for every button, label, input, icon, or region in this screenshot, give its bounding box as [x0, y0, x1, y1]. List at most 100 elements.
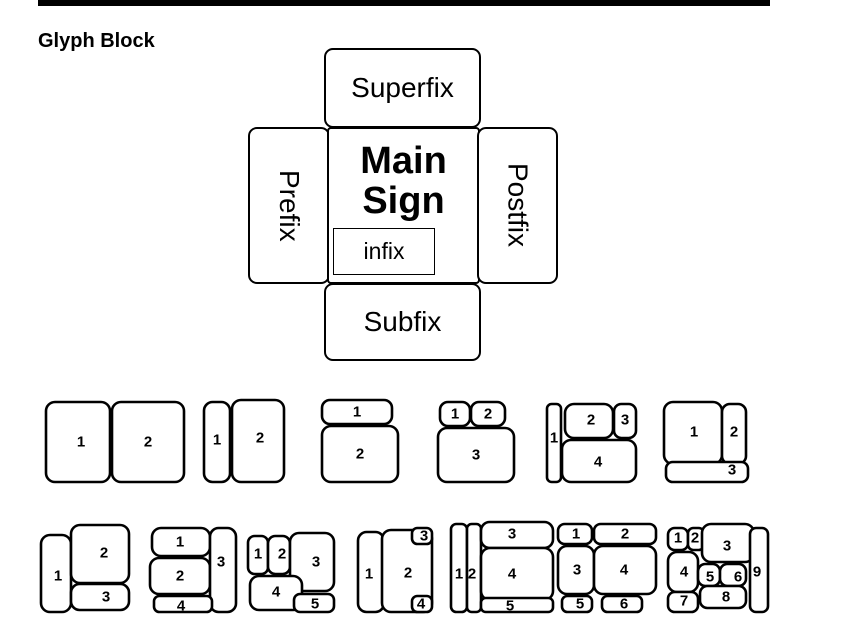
- glyph-example-10-element-3: [410, 526, 434, 546]
- glyph-example-7-number-3: 3: [102, 589, 110, 606]
- page-title: Glyph Block: [38, 30, 155, 52]
- glyph-example-3: 12: [320, 398, 400, 484]
- main-sign-line-1: Main: [360, 140, 447, 182]
- glyph-example-12-element-1: [556, 522, 594, 546]
- postfix-box: Postfix: [477, 127, 558, 284]
- glyph-example-6-element-3: [664, 460, 750, 484]
- glyph-example-13-number-4: 4: [680, 564, 689, 581]
- glyph-example-11-number-3: 3: [508, 526, 516, 543]
- glyph-example-2-element-1: [202, 400, 232, 484]
- glyph-example-8: 1 2 3 4: [148, 526, 238, 615]
- glyph-example-4-element-2: [469, 400, 507, 428]
- glyph-example-5-element-3: [612, 402, 638, 440]
- glyph-example-8-element-4: [152, 594, 214, 614]
- glyph-example-11-number-1: 1: [455, 566, 463, 583]
- glyph-example-7-number-2: 2: [100, 545, 108, 562]
- glyph-example-5-number-3: 3: [621, 412, 629, 429]
- superfix-label: Superfix: [351, 72, 454, 103]
- glyph-example-9-number-1: 1: [254, 546, 262, 563]
- glyph-example-13-number-3: 3: [723, 538, 731, 555]
- glyph-example-4-number-1: 1: [451, 406, 459, 423]
- glyph-example-1-number-1: 1: [77, 434, 85, 451]
- glyph-example-11-number-5: 5: [506, 598, 514, 615]
- glyph-example-13-number-2: 2: [691, 530, 699, 547]
- main-sign-line-2: Sign: [362, 180, 445, 222]
- glyph-example-8-number-3: 3: [217, 554, 225, 571]
- glyph-example-3-number-1: 1: [353, 404, 361, 421]
- glyph-example-4-number-3: 3: [472, 447, 480, 464]
- glyph-example-12-element-2: [592, 522, 658, 546]
- glyph-example-8-number-1: 1: [176, 534, 184, 551]
- glyph-example-2-number-2: 2: [256, 430, 264, 447]
- glyph-example-10-element-4: [410, 594, 434, 614]
- glyph-example-5-number-2: 2: [587, 412, 595, 429]
- glyph-example-12-element-5: [560, 594, 594, 614]
- glyph-example-10-number-4: 4: [417, 596, 426, 613]
- glyph-example-11-number-2: 2: [468, 566, 476, 583]
- glyph-example-11-element-5: [479, 596, 555, 614]
- prefix-label: Prefix: [274, 169, 305, 242]
- glyph-example-8-number-2: 2: [176, 568, 184, 585]
- top-rule: [38, 0, 770, 6]
- glyph-example-10-number-2: 2: [404, 565, 412, 582]
- glyph-example-7-number-1: 1: [54, 568, 62, 585]
- glyph-example-6-number-1: 1: [690, 424, 698, 441]
- glyph-example-13-number-1: 1: [674, 530, 682, 547]
- glyph-example-13-number-6: 6: [734, 569, 742, 586]
- glyph-example-6-number-3: 3: [728, 462, 736, 479]
- glyph-example-5-element-4: [560, 438, 638, 484]
- glyph-example-5-number-4: 4: [594, 454, 603, 471]
- infix-box: infix: [333, 228, 435, 275]
- glyph-example-7-element-3: [69, 582, 131, 612]
- glyph-example-13-number-7: 7: [680, 593, 688, 610]
- glyph-example-3-element-2: [320, 424, 400, 484]
- glyph-example-11-element-4: [479, 546, 555, 602]
- glyph-example-5-element-1: [545, 402, 563, 484]
- glyph-example-13-number-8: 8: [722, 589, 730, 606]
- main-sign-label: Main Sign: [329, 141, 478, 221]
- glyph-example-12-element-4: [592, 544, 658, 596]
- glyph-block-diagram: Superfix Prefix Main Sign infix Postfix …: [248, 48, 558, 361]
- glyph-example-12-element-6: [600, 594, 644, 614]
- glyph-example-10-element-2: [380, 528, 434, 614]
- glyph-example-13-element-9: [748, 526, 770, 614]
- glyph-example-10-number-3: 3: [420, 528, 428, 545]
- superfix-box: Superfix: [324, 48, 481, 128]
- glyph-example-12-number-2: 2: [621, 526, 629, 543]
- glyph-example-9-number-5: 5: [311, 596, 319, 613]
- glyph-example-12-number-3: 3: [573, 562, 581, 579]
- glyph-example-2-number-1: 1: [213, 432, 221, 449]
- glyph-example-2-element-2: [230, 398, 286, 484]
- glyph-example-3-number-2: 2: [356, 446, 364, 463]
- glyph-example-11-element-3: [479, 520, 555, 550]
- subfix-label: Subfix: [363, 306, 442, 337]
- glyph-example-12-number-6: 6: [620, 596, 628, 613]
- glyph-example-1-number-2: 2: [144, 434, 152, 451]
- glyph-example-13-element-8: [698, 584, 748, 610]
- postfix-label: Postfix: [502, 163, 534, 248]
- glyph-example-9-element-5: [292, 592, 336, 614]
- glyph-example-8-number-4: 4: [177, 598, 186, 615]
- glyph-example-9-number-2: 2: [278, 546, 286, 563]
- glyph-example-12-number-5: 5: [576, 596, 584, 613]
- glyph-example-9-element-3: [288, 531, 336, 593]
- glyph-example-13-number-5: 5: [706, 569, 714, 586]
- glyph-example-12-number-1: 1: [572, 526, 580, 543]
- glyph-example-7: 1 2 3: [39, 523, 131, 614]
- glyph-example-11-number-4: 4: [508, 566, 517, 583]
- glyph-example-9-number-3: 3: [312, 554, 320, 571]
- infix-label: infix: [363, 238, 405, 264]
- subfix-box: Subfix: [324, 283, 481, 361]
- glyph-example-13-element-7: [666, 590, 700, 614]
- glyph-example-1-element-1: [44, 400, 112, 484]
